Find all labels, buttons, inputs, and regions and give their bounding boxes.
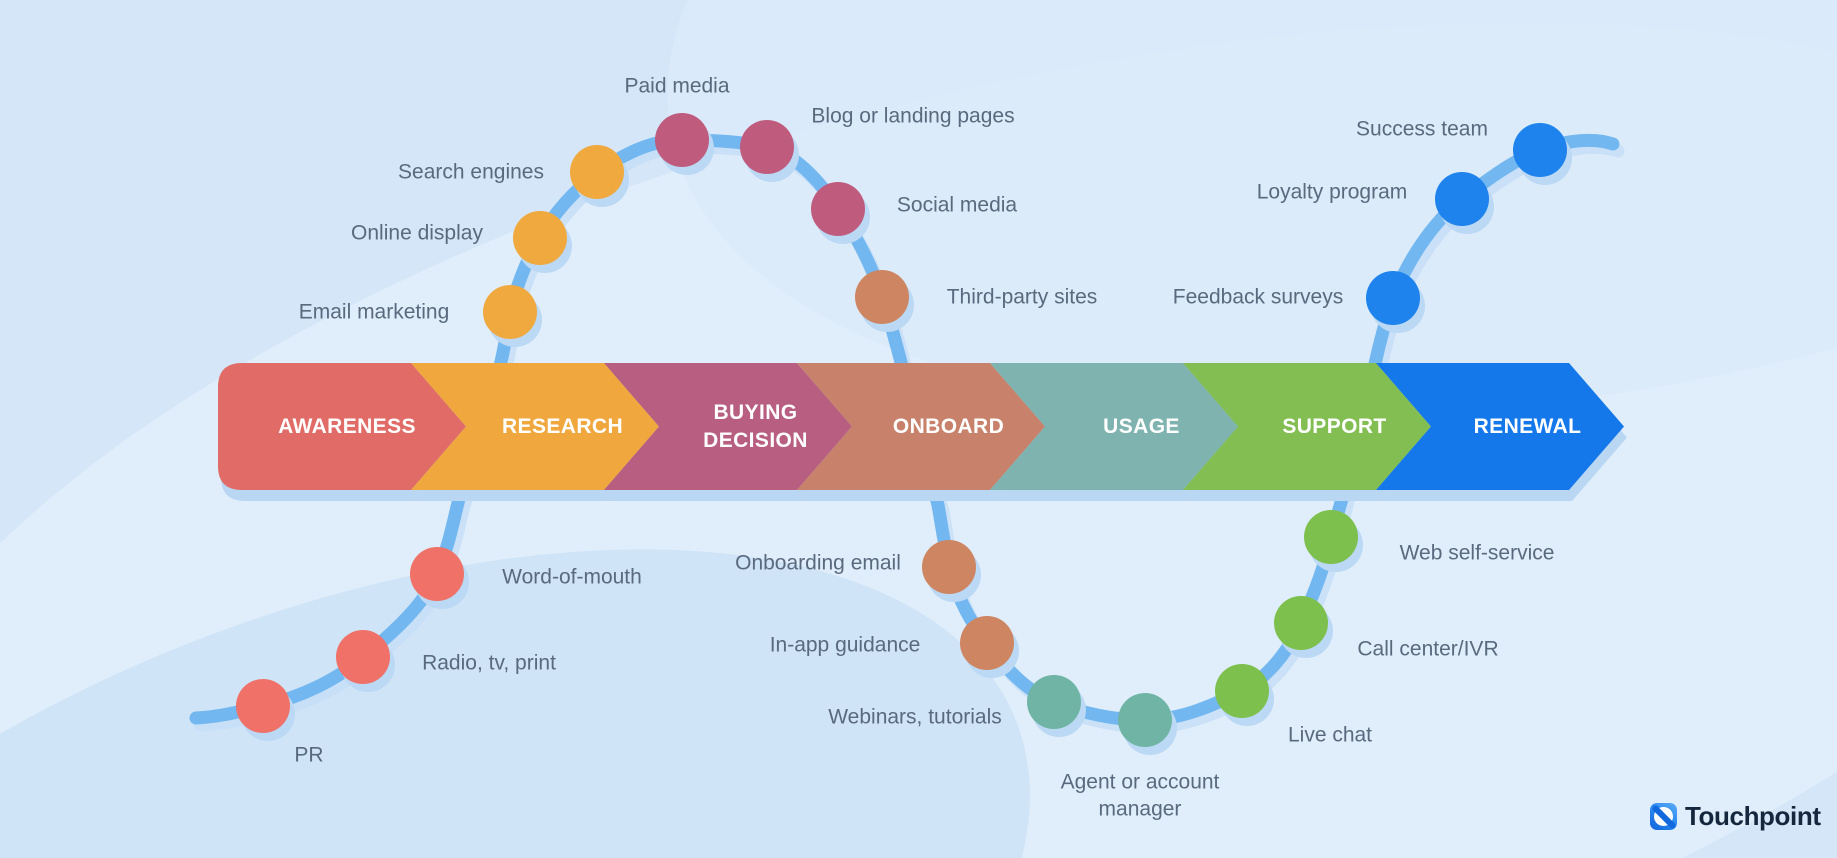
- touchpoint-label-web-self-service: Web self-service: [1399, 541, 1555, 565]
- stage-label-onboard: ONBOARD: [892, 414, 1005, 438]
- touchpoint-dot-feedback-surveys: [1366, 271, 1420, 325]
- touchpoint-dot-social-media: [811, 182, 865, 236]
- touchpoint-label-onboarding-email: Onboarding email: [735, 551, 901, 575]
- touchpoint-dot-web-self-service: [1304, 510, 1358, 564]
- stage-label-buying-decision: BUYING DECISION: [703, 401, 808, 452]
- touchpoint-label-search-engines: Search engines: [398, 160, 544, 184]
- touchpoint-label-webinars-tutorials: Webinars, tutorials: [828, 705, 1002, 729]
- logo-text: Touchpoint: [1685, 801, 1821, 831]
- stage-label-usage: USAGE: [1103, 414, 1180, 438]
- touchpoint-label-in-app-guidance: In-app guidance: [769, 633, 921, 657]
- touchpoint-label-success-team: Success team: [1356, 117, 1488, 141]
- stage-label-awareness: AWARENESS: [278, 414, 416, 438]
- touchpoint-dot-word-of-mouth: [410, 547, 464, 601]
- logo: Touchpoint: [1650, 801, 1821, 832]
- touchpoint-dot-paid-media: [655, 113, 709, 167]
- touchpoint-label-third-party-sites: Third-party sites: [946, 285, 1098, 309]
- touchpoint-label-loyalty-program: Loyalty program: [1256, 180, 1408, 204]
- touchpoint-dot-onboarding-email: [922, 540, 976, 594]
- touchpoint-label-feedback-surveys: Feedback surveys: [1172, 285, 1344, 309]
- touchpoint-label-online-display: Online display: [351, 221, 483, 245]
- touchpoint-label-live-chat: Live chat: [1287, 723, 1373, 747]
- touchpoint-dot-call-center-ivr: [1274, 596, 1328, 650]
- touchpoint-dot-radio-tv-print: [336, 630, 390, 684]
- stage-label-research: RESEARCH: [501, 414, 624, 438]
- touchpoint-dot-in-app-guidance: [960, 616, 1014, 670]
- touchpoint-label-agent-or-account-manager: Agent or account manager: [1060, 770, 1220, 821]
- touchpoint-dot-search-engines: [570, 145, 624, 199]
- stage-label-renewal: RENEWAL: [1473, 414, 1582, 438]
- stage-label-support: SUPPORT: [1282, 414, 1387, 438]
- touchpoint-label-call-center-ivr: Call center/IVR: [1357, 637, 1499, 661]
- touchpoint-label-paid-media: Paid media: [624, 74, 730, 98]
- touchpoint-dot-live-chat: [1215, 664, 1269, 718]
- touchpoint-dot-pr: [236, 679, 290, 733]
- touchpoint-dot-loyalty-program: [1435, 172, 1489, 226]
- touchpoint-label-social-media: Social media: [896, 193, 1018, 217]
- touchpoint-dot-third-party-sites: [855, 270, 909, 324]
- touchpoint-label-pr: PR: [294, 743, 324, 767]
- touchpoint-label-radio-tv-print: Radio, tv, print: [422, 651, 556, 675]
- touchpoint-dot-online-display: [513, 211, 567, 265]
- touchpoint-dot-success-team: [1513, 123, 1567, 177]
- touchpoint-dot-webinars-tutorials: [1027, 675, 1081, 729]
- touchpoint-label-email-marketing: Email marketing: [298, 300, 450, 324]
- touchpoint-dot-email-marketing: [483, 285, 537, 339]
- touchpoint-logo-icon: [1650, 803, 1677, 830]
- touchpoint-dot-blog-or-landing-pages: [740, 120, 794, 174]
- touchpoint-label-word-of-mouth: Word-of-mouth: [502, 565, 642, 589]
- touchpoint-dot-agent-or-account-manager: [1118, 693, 1172, 747]
- touchpoint-label-blog-or-landing-pages: Blog or landing pages: [811, 104, 1015, 128]
